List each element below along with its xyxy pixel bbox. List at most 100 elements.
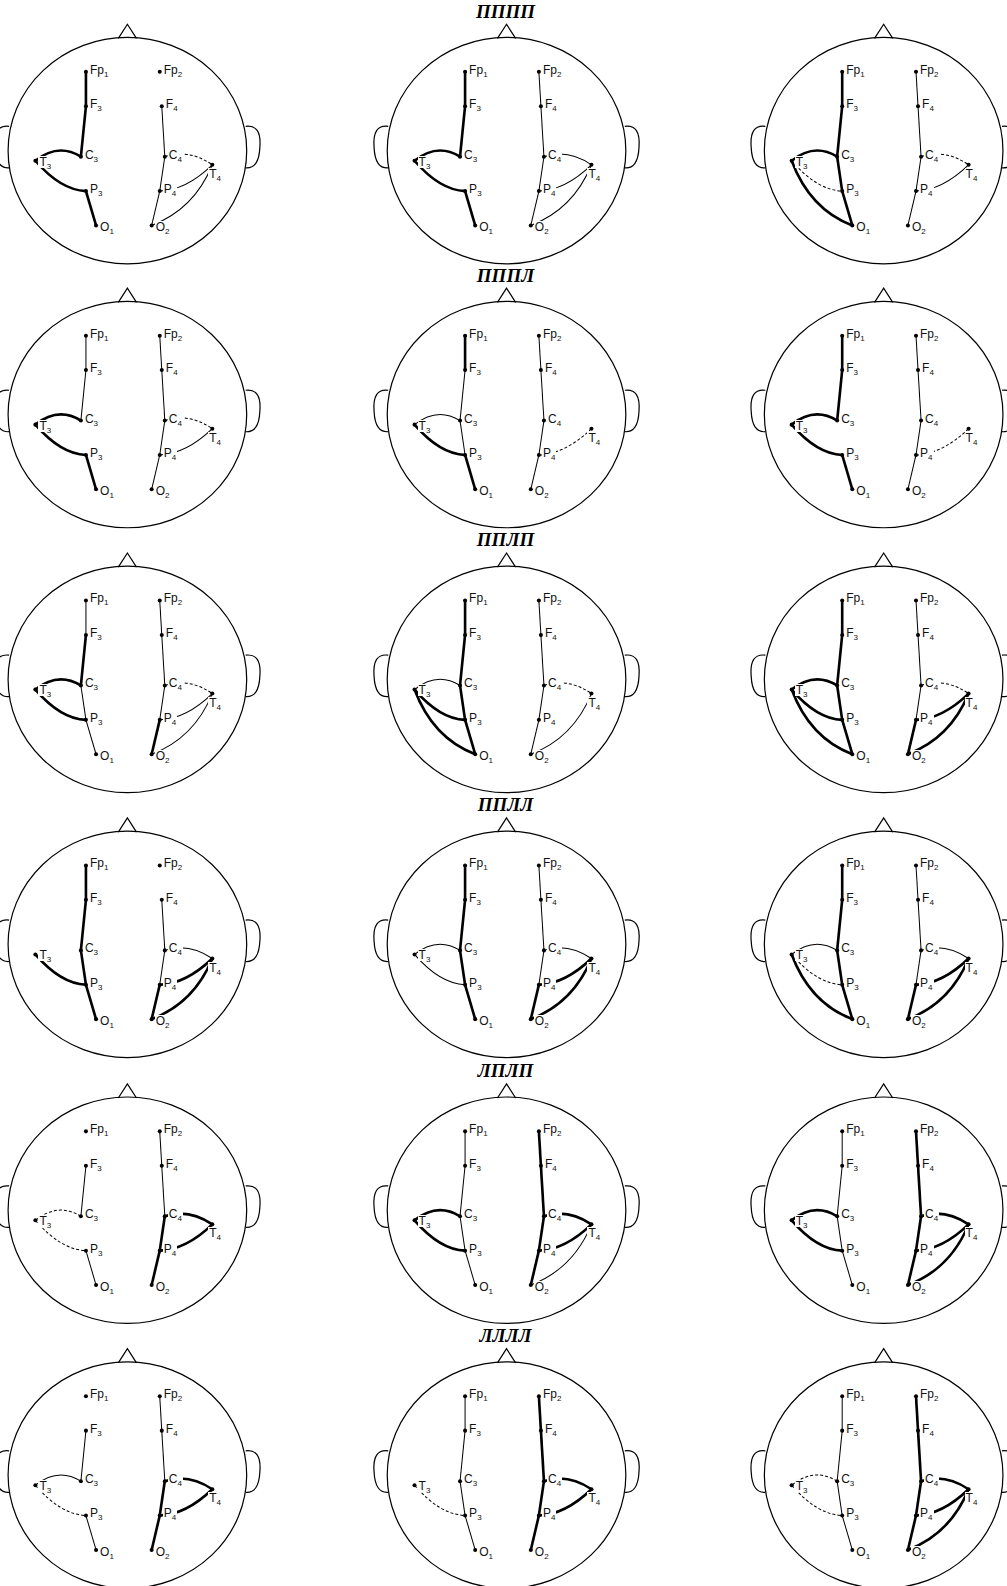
nose-mark bbox=[875, 1349, 893, 1363]
electrode-letter: F bbox=[469, 891, 476, 905]
electrode-dot bbox=[840, 599, 844, 603]
electrode-label: C4 bbox=[168, 149, 183, 161]
electrode-index: 1 bbox=[489, 491, 493, 500]
ear-mark bbox=[0, 655, 9, 697]
coherence-link bbox=[918, 900, 921, 951]
electrode-index: 3 bbox=[854, 368, 858, 377]
electrode-dot bbox=[463, 1514, 467, 1518]
electrode-label: P3 bbox=[468, 183, 482, 195]
coherence-link bbox=[539, 1396, 541, 1430]
coherence-link bbox=[465, 455, 475, 489]
head-map bbox=[374, 1084, 639, 1324]
electrode-label: Fp1 bbox=[845, 1388, 865, 1400]
electrode-label: O1 bbox=[478, 221, 494, 233]
electrode-dot bbox=[150, 1017, 154, 1021]
electrode-index: 4 bbox=[551, 983, 555, 992]
electrode-index: 4 bbox=[929, 368, 933, 377]
electrode-dot bbox=[840, 334, 844, 338]
electrode-index: 4 bbox=[973, 174, 977, 183]
coherence-link bbox=[841, 601, 844, 635]
electrode-letter: C bbox=[85, 148, 94, 162]
electrode-letter: F bbox=[922, 891, 929, 905]
electrode-index: 3 bbox=[850, 948, 854, 957]
electrode-index: 3 bbox=[477, 718, 481, 727]
electrode-label: O1 bbox=[855, 221, 871, 233]
electrode-label: Fp1 bbox=[89, 64, 109, 76]
electrode-index: 4 bbox=[596, 703, 600, 712]
electrode-label: P3 bbox=[845, 977, 859, 989]
electrode-letter: T bbox=[209, 961, 216, 975]
electrode-letter: P bbox=[90, 711, 98, 725]
electrode-index: 4 bbox=[934, 419, 938, 428]
electrode-index: 4 bbox=[596, 438, 600, 447]
electrode-label: O1 bbox=[478, 485, 494, 497]
electrode-label: T3 bbox=[795, 420, 809, 432]
head-map bbox=[751, 818, 1007, 1058]
electrode-label: O1 bbox=[99, 485, 115, 497]
electrode-label: P4 bbox=[163, 1507, 177, 1519]
electrode-index: 3 bbox=[97, 1164, 101, 1173]
electrode-dot bbox=[790, 1218, 794, 1222]
electrode-index: 1 bbox=[866, 1287, 870, 1296]
electrode-letter: F bbox=[469, 361, 476, 375]
electrode-dot bbox=[463, 863, 467, 867]
section-heading: ЛПЛП bbox=[478, 1061, 534, 1082]
electrode-index: 2 bbox=[921, 227, 925, 236]
coherence-link bbox=[86, 191, 96, 225]
electrode-dot bbox=[914, 718, 918, 722]
electrode-dot bbox=[919, 948, 923, 952]
electrode-letter: C bbox=[464, 941, 473, 955]
electrode-dot bbox=[906, 223, 910, 227]
electrode-label: P4 bbox=[542, 1507, 556, 1519]
electrode-letter: P bbox=[920, 1242, 928, 1256]
electrode-letter: P bbox=[164, 1506, 172, 1520]
electrode-dot bbox=[150, 1283, 154, 1287]
electrode-dot bbox=[539, 104, 543, 108]
electrode-index: 3 bbox=[476, 1429, 480, 1438]
coherence-link bbox=[837, 157, 842, 191]
electrode-index: 3 bbox=[803, 955, 807, 964]
electrode-dot bbox=[84, 104, 88, 108]
electrode-label: C3 bbox=[840, 1473, 855, 1485]
electrode-dot bbox=[33, 952, 37, 956]
electrode-letter: C bbox=[548, 148, 557, 162]
electrode-letter: P bbox=[469, 1506, 477, 1520]
electrode-dot bbox=[539, 1164, 543, 1168]
electrode-letter: F bbox=[166, 626, 173, 640]
electrode-letter: T bbox=[209, 696, 216, 710]
electrode-letter: Fp bbox=[164, 63, 178, 77]
coherence-link bbox=[152, 191, 160, 225]
electrode-dot bbox=[413, 423, 417, 427]
electrode-index: 3 bbox=[47, 955, 51, 964]
electrode-index: 4 bbox=[552, 104, 556, 113]
electrode-index: 4 bbox=[557, 1479, 561, 1488]
electrode-letter: C bbox=[548, 1207, 557, 1221]
electrode-dot bbox=[210, 692, 214, 696]
coherence-link bbox=[531, 191, 539, 225]
electrode-label: Fp2 bbox=[163, 64, 183, 76]
ear-mark bbox=[751, 655, 765, 697]
electrode-index: 1 bbox=[483, 1394, 487, 1403]
electrode-dot bbox=[463, 718, 467, 722]
electrode-dot bbox=[158, 718, 162, 722]
electrode-index: 4 bbox=[551, 718, 555, 727]
electrode-dot bbox=[529, 1283, 533, 1287]
electrode-dot bbox=[79, 683, 83, 687]
electrode-dot bbox=[850, 487, 854, 491]
electrode-index: 2 bbox=[544, 1287, 548, 1296]
nose-mark bbox=[875, 553, 893, 567]
electrode-label: T3 bbox=[418, 684, 432, 696]
electrode-letter: T bbox=[966, 431, 973, 445]
coherence-link bbox=[908, 191, 916, 225]
electrode-label: Fp1 bbox=[468, 857, 488, 869]
electrode-letter: T bbox=[966, 167, 973, 181]
electrode-letter: O bbox=[100, 1014, 109, 1028]
electrode-letter: O bbox=[479, 220, 488, 234]
head-map bbox=[0, 818, 260, 1058]
electrode-letter: T bbox=[419, 419, 426, 433]
electrode-label: F4 bbox=[544, 627, 558, 639]
electrode-label: Fp1 bbox=[468, 1123, 488, 1135]
ear-mark bbox=[625, 1186, 639, 1228]
electrode-label: Fp2 bbox=[163, 1388, 183, 1400]
electrode-index: 3 bbox=[97, 898, 101, 907]
